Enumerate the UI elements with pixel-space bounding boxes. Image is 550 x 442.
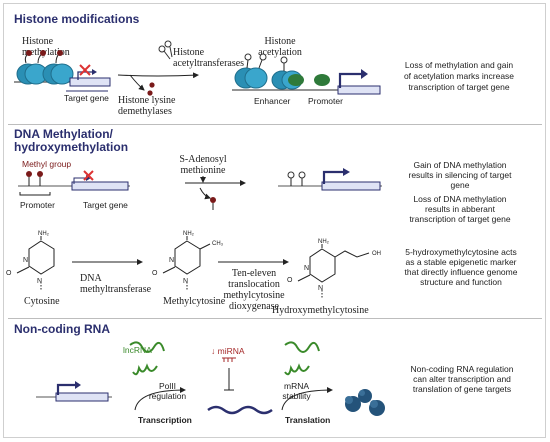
methyl-mark (26, 50, 32, 56)
divider-2 (8, 318, 542, 319)
hydroxymethylcytosine-structure (297, 244, 370, 298)
arrow-translation (281, 387, 333, 411)
label-histone-acetylation: Histone acetylation (258, 36, 302, 58)
label-target-gene-1: Target gene (64, 93, 109, 103)
methyl-mark (40, 50, 46, 56)
nucleosome-group-1 (14, 50, 110, 85)
mc-nh2: NH₂ (183, 231, 194, 237)
note-gain-methylation: Gain of DNA methylation results in silen… (408, 160, 512, 190)
figure-frame (3, 3, 546, 438)
lncrna-strand (129, 341, 165, 353)
hmc-oh: OH (372, 251, 381, 257)
label-demethylases: Histone lysine demethylases (118, 95, 176, 117)
label-target-gene-2: Target gene (83, 200, 128, 210)
gene-ncrna (36, 381, 112, 402)
heading-histone: Histone modifications (14, 12, 140, 26)
label-methylcytosine: Methylcytosine (163, 296, 226, 307)
label-tet: Ten-eleven translocation methylcytosine … (223, 268, 285, 312)
mc-ch3: CH₃ (212, 241, 224, 247)
tf-blob-1 (288, 74, 304, 86)
arrow-transcription (134, 387, 186, 411)
methyl-mark (57, 50, 63, 56)
tf-blob-2 (314, 74, 330, 86)
note-5hmc: 5-hydroxymethylcytosine acts as a stable… (404, 247, 518, 287)
active-transcription-arrow (361, 69, 368, 79)
note-histone: Loss of methylation and gain of acetylat… (403, 60, 515, 92)
label-promoter-1: Promoter (308, 96, 343, 106)
label-dnmt: DNA methyltransferase (80, 273, 152, 295)
hmc-n1: N (318, 285, 324, 292)
label-lncrna: lncRNA (123, 345, 152, 355)
methylated-gene (18, 170, 130, 196)
hmc-nh2: NH₂ (318, 239, 329, 245)
hmc-n3: N (304, 265, 310, 272)
protein-clusters (345, 389, 385, 416)
divider-1 (8, 124, 542, 125)
label-mrna-stability: mRNA stability (282, 381, 311, 401)
target-gene-box-1 (69, 77, 111, 87)
note-loss-methylation: Loss of DNA methylation results in abber… (409, 194, 511, 224)
cytosine-nh2: NH₂ (38, 231, 49, 237)
label-polii: PolII regulation (148, 381, 187, 401)
cytosine-o: O (6, 270, 12, 277)
arrow-histone-main (117, 72, 199, 79)
mrna-strand (207, 405, 273, 415)
cytosine-structure (16, 236, 55, 290)
unmethylated-gene (278, 168, 382, 191)
acetyl-group-icon (158, 45, 166, 53)
label-mirna: ↓ miRNA (211, 346, 245, 356)
methylcytosine-structure (162, 236, 211, 290)
label-enhancer: Enhancer (254, 96, 291, 106)
label-methyl-group: Methyl group (22, 159, 72, 169)
block-x-icon (79, 64, 91, 76)
label-hat: Histone acetyltransferases (173, 47, 245, 69)
cytosine-n3: N (23, 257, 29, 264)
label-hydroxymethylcytosine: Hydroxymethylcytosine (272, 305, 369, 316)
heading-ncrna: Non-coding RNA (14, 322, 110, 336)
mc-n3: N (169, 257, 175, 264)
block-x-icon (83, 170, 94, 181)
note-ncrna: Non-coding RNA regulation can alter tran… (410, 364, 514, 394)
target-gene-box-2 (337, 85, 381, 95)
mc-o: O (152, 270, 158, 277)
mc-n1: N (183, 278, 189, 285)
hmc-o: O (287, 277, 293, 284)
label-translation: Translation (285, 415, 331, 425)
label-transcription: Transcription (138, 415, 192, 425)
heading-dna: DNA Methylation/ hydroxymethylation (14, 127, 129, 154)
mirna-icon (222, 357, 236, 362)
label-cytosine: Cytosine (24, 296, 60, 307)
label-promoter-2: Promoter (20, 200, 55, 210)
label-sam: S-Adenosyl methionine (179, 154, 227, 176)
cytosine-n1: N (37, 278, 43, 285)
inhibit-line (224, 368, 234, 391)
